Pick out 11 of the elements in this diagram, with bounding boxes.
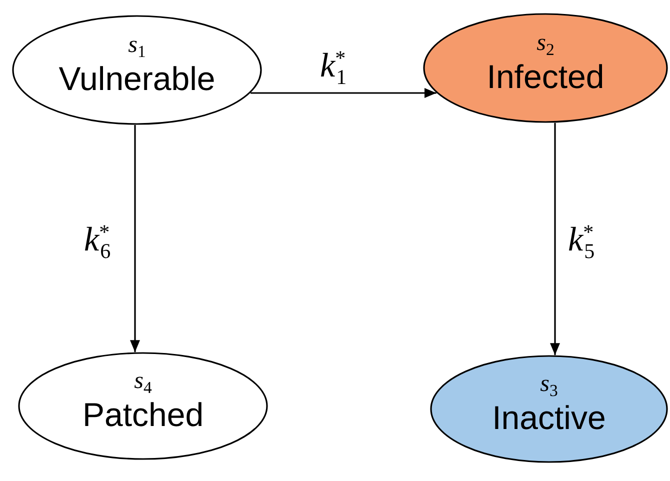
state-symbol: s$_{2}$ xyxy=(536,30,554,59)
state-name: Infected xyxy=(486,58,604,96)
state-name: Inactive xyxy=(492,400,606,436)
state-symbol: s$_{4}$ xyxy=(134,368,152,397)
state-symbol: s$_{1}$ xyxy=(128,32,146,61)
arrow xyxy=(550,122,560,356)
state-name: Vulnerable xyxy=(58,60,216,98)
state-symbol: s$_{3}$ xyxy=(540,372,558,400)
state-name: Patched xyxy=(82,396,204,434)
arrow xyxy=(250,88,436,98)
arrow xyxy=(130,125,140,352)
